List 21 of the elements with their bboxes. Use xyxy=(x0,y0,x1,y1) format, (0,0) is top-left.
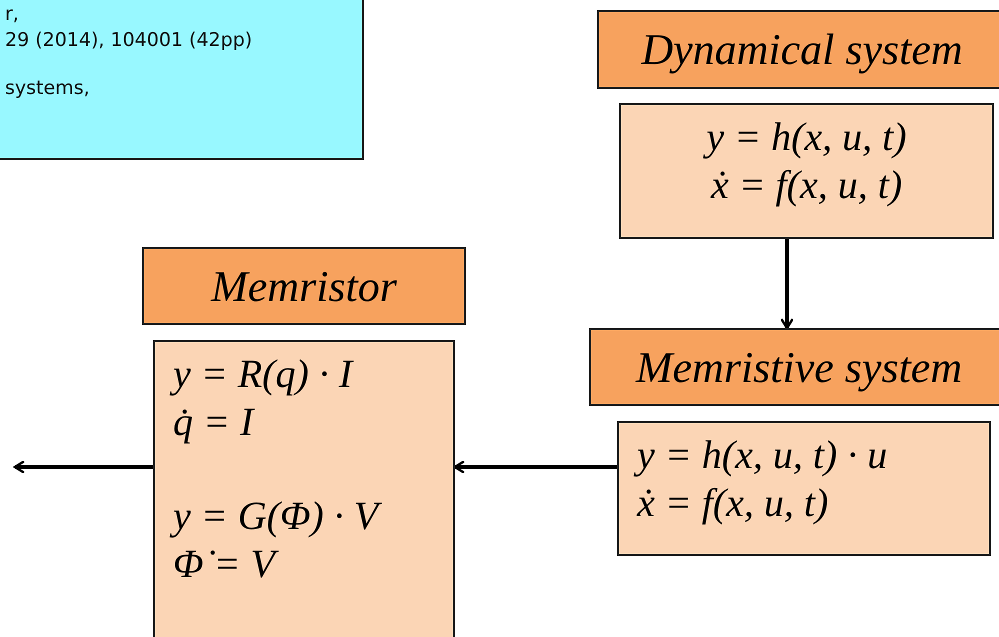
equation: Φ̇ = V xyxy=(173,540,435,588)
heading-box xyxy=(597,10,999,89)
heading: Memristor xyxy=(211,260,397,312)
citation-box xyxy=(0,0,364,160)
arrow xyxy=(454,460,617,474)
equation: y = h(x, u, t) xyxy=(639,113,974,161)
heading: Memristive system xyxy=(636,342,962,392)
citation-text: 29 (2014), 104001 (42pp) xyxy=(5,28,254,53)
heading-box xyxy=(589,328,999,406)
heading-box xyxy=(142,247,466,325)
heading: Dynamical system xyxy=(641,24,963,75)
equation-box xyxy=(153,340,455,637)
citation-text: systems, xyxy=(5,76,91,101)
arrow xyxy=(14,460,153,474)
equation: ẋ = f(x, u, t) xyxy=(710,161,904,209)
arrow xyxy=(780,239,794,330)
equation-box xyxy=(619,103,994,239)
equation: q̇ = I xyxy=(173,398,256,446)
equation-box xyxy=(617,421,991,556)
equation: ẋ = f(x, u, t) xyxy=(637,479,830,527)
citation-text: r, xyxy=(5,2,20,27)
